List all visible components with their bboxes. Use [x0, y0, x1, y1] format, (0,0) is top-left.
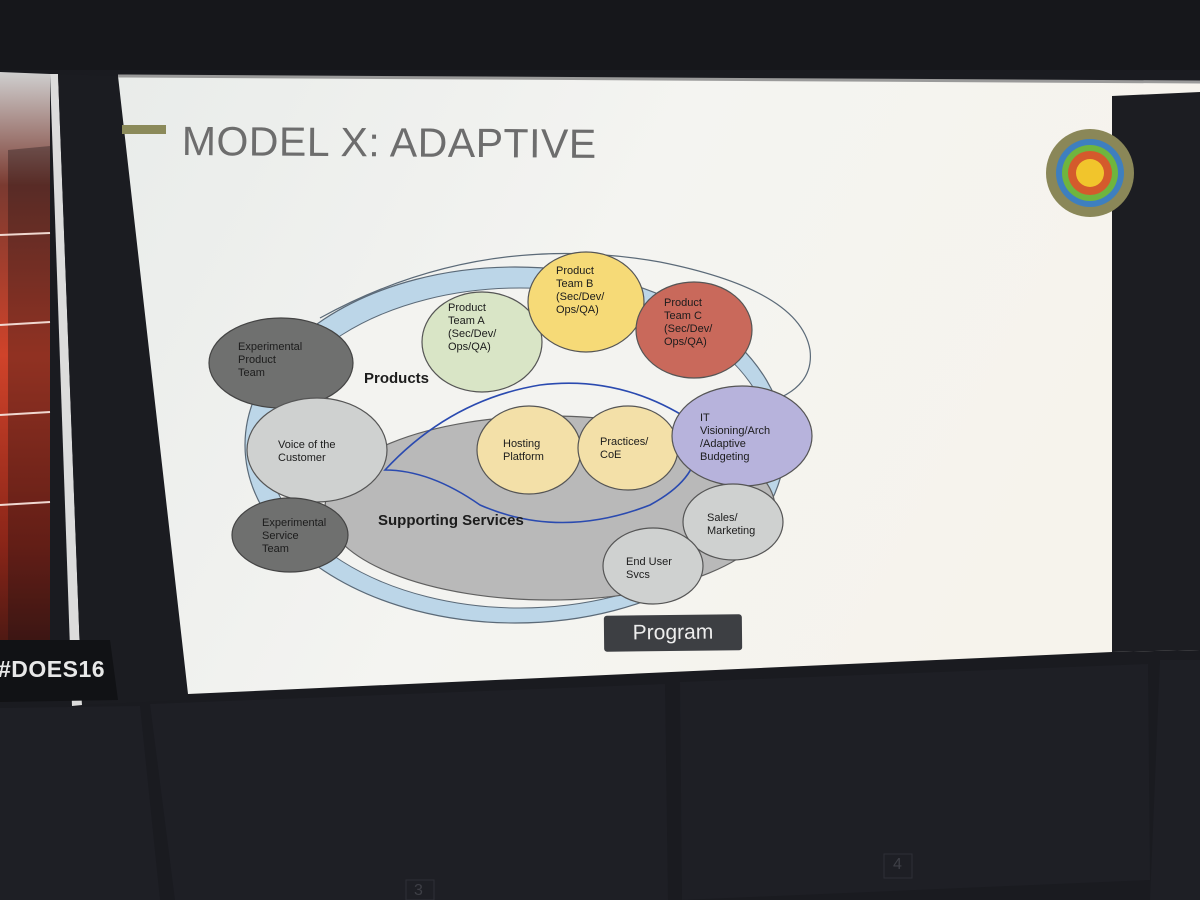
end-user-svcs-node — [602, 527, 704, 605]
target-logo-icon — [1046, 129, 1134, 217]
left-screen-edge — [50, 74, 82, 706]
left-screen-footer — [0, 640, 118, 702]
product-team-a-label: Product Team A (Sec/Dev/ Ops/QA) — [448, 302, 497, 353]
product-team-c-node — [635, 281, 753, 379]
product-team-b-node — [527, 251, 645, 353]
experimental-service-team-node — [231, 497, 349, 573]
voice-of-customer-label: Voice of the Customer — [278, 439, 336, 464]
left-screen-line — [0, 232, 51, 236]
it-visioning-label: IT Visioning/Arch /Adaptive Budgeting — [700, 412, 771, 463]
left-screen-line — [0, 321, 51, 326]
products-group-label: Products — [364, 370, 430, 387]
left-event-screen — [0, 72, 50, 702]
left-screen-line — [0, 501, 51, 506]
product-team-c-label: Product Team C (Sec/Dev/ Ops/QA) — [664, 297, 713, 348]
bottom-tile-2 — [150, 684, 668, 900]
slide-right-border — [1112, 92, 1200, 652]
practices-coe-label: Practices/ CoE — [600, 436, 649, 461]
bottom-tile-4 — [1150, 660, 1200, 900]
tile-number-box — [883, 853, 913, 879]
hosting-platform-label: Hosting Platform — [503, 438, 544, 463]
supporting-services-group-label: Supporting Services — [378, 512, 524, 529]
experimental-service-team-label: Experimental Service Team — [262, 517, 327, 555]
wall-top — [0, 0, 1200, 70]
product-team-b-label: Product Team B (Sec/Dev/ Ops/QA) — [556, 265, 605, 316]
event-hashtag: #DOES16 — [0, 656, 106, 682]
left-screen-line — [0, 411, 51, 416]
screen-number-3: 3 — [414, 882, 423, 899]
product-team-a-node — [421, 291, 543, 393]
title-accent-bar — [122, 125, 166, 134]
bottom-tile-1 — [0, 706, 160, 900]
slide-left-border — [58, 74, 188, 705]
tile-number-box — [405, 879, 435, 900]
bottom-tile-3 — [680, 664, 1150, 900]
program-label: Program — [603, 614, 743, 652]
products-loop — [319, 252, 811, 406]
experimental-product-team-label: Experimental Product Team — [238, 341, 303, 379]
slide-top-bezel — [117, 74, 1200, 84]
end-user-svcs-label: End User Svcs — [626, 556, 672, 581]
sales-marketing-node — [682, 483, 784, 561]
adaptive-model-diagram — [208, 251, 813, 624]
sales-marketing-label: Sales/ Marketing — [707, 512, 756, 537]
slide-title: MODEL X: ADAPTIVE — [181, 118, 597, 167]
screen-number-4: 4 — [893, 856, 902, 873]
left-screen-shade — [8, 146, 50, 700]
